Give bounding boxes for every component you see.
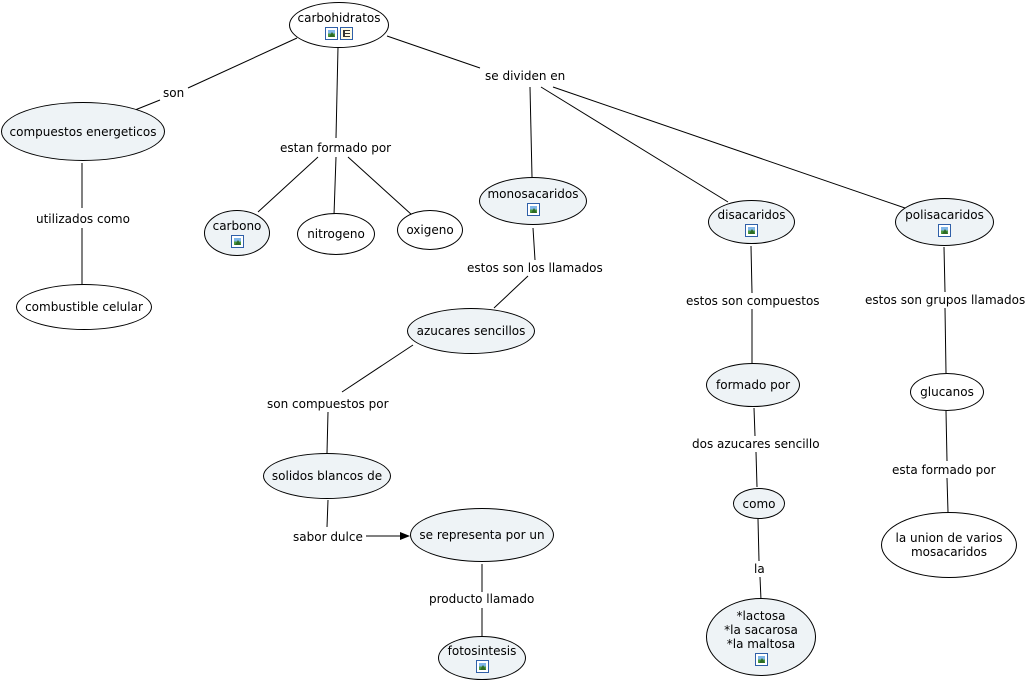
link-sabor-dulce[interactable]: sabor dulce [291,530,365,544]
link-estos-son-los-llamados[interactable]: estos son los llamados [465,261,605,275]
node-como[interactable]: como [733,488,785,519]
node-label-line: *la sacarosa [724,622,798,637]
node-label: disacaridos [717,207,786,222]
node-formado-por[interactable]: formado por [706,363,800,407]
document-icon[interactable] [340,26,353,40]
node-oxigeno[interactable]: oxigeno [397,210,463,250]
node-label: se representa por un [419,528,545,542]
node-label: carbohidratos [297,10,381,25]
node-label: oxigeno [406,223,454,237]
link-dos-azucares-sencillo[interactable]: dos azucares sencillo [690,437,822,451]
link-son[interactable]: son [161,86,187,100]
link-estan-formado-por[interactable]: estan formado por [278,141,394,155]
node-combustible-celular[interactable]: combustible celular [16,284,152,330]
node-label: nitrogeno [307,227,365,241]
node-nitrogeno[interactable]: nitrogeno [297,213,375,255]
link-son-compuestos-por[interactable]: son compuestos por [265,397,391,411]
node-label: carbono [212,218,262,233]
node-label: solidos blancos de [271,469,383,483]
node-fotosintesis[interactable]: fotosintesis [438,636,526,680]
node-monosacaridos[interactable]: monosacaridos [479,177,587,225]
link-la[interactable]: la [752,562,767,576]
node-solidos-blancos[interactable]: solidos blancos de [263,453,391,499]
link-estos-son-grupos-llamados[interactable]: estos son grupos llamados [863,293,1028,307]
node-label-line: *lactosa [736,608,786,623]
node-label: fotosintesis [447,643,517,658]
node-lactosa[interactable]: *lactosa *la sacarosa *la maltosa [706,598,816,676]
node-label: polisacaridos [905,207,984,222]
image-icon[interactable] [230,234,244,248]
node-label-line: la union de varios [895,531,1003,545]
node-union-varios[interactable]: la union de varios mosacaridos [881,512,1017,578]
image-icon[interactable] [526,202,540,216]
image-icon[interactable] [938,223,951,237]
node-carbono[interactable]: carbono [204,210,270,256]
link-producto-llamado[interactable]: producto llamado [427,592,537,606]
link-utilizados-como[interactable]: utilizados como [34,212,132,226]
link-esta-formado-por[interactable]: esta formado por [890,463,998,477]
node-label: compuestos energeticos [9,124,157,139]
node-label: glucanos [920,385,974,399]
image-icon[interactable] [325,26,338,40]
node-label: monosacaridos [487,186,579,201]
image-icon[interactable] [475,659,489,673]
node-label-line: mosacaridos [910,545,988,559]
node-azucares-sencillos[interactable]: azucares sencillos [407,308,535,354]
image-icon[interactable] [754,652,768,666]
node-label: formado por [716,378,790,392]
node-label: azucares sencillos [416,324,526,338]
link-se-dividen-en[interactable]: se dividen en [483,69,568,83]
image-icon[interactable] [745,223,758,237]
node-glucanos[interactable]: glucanos [910,373,984,411]
node-compuestos-energeticos[interactable]: compuestos energeticos [1,102,165,161]
link-estos-son-compuestos[interactable]: estos son compuestos [684,294,822,308]
node-carbohidratos[interactable]: carbohidratos [289,2,389,48]
node-label: combustible celular [25,300,143,314]
node-disacaridos[interactable]: disacaridos [708,200,795,244]
node-polisacaridos[interactable]: polisacaridos [895,198,994,246]
node-label: como [742,496,776,511]
node-se-representa[interactable]: se representa por un [410,508,554,562]
node-label-line: *la maltosa [726,636,796,651]
